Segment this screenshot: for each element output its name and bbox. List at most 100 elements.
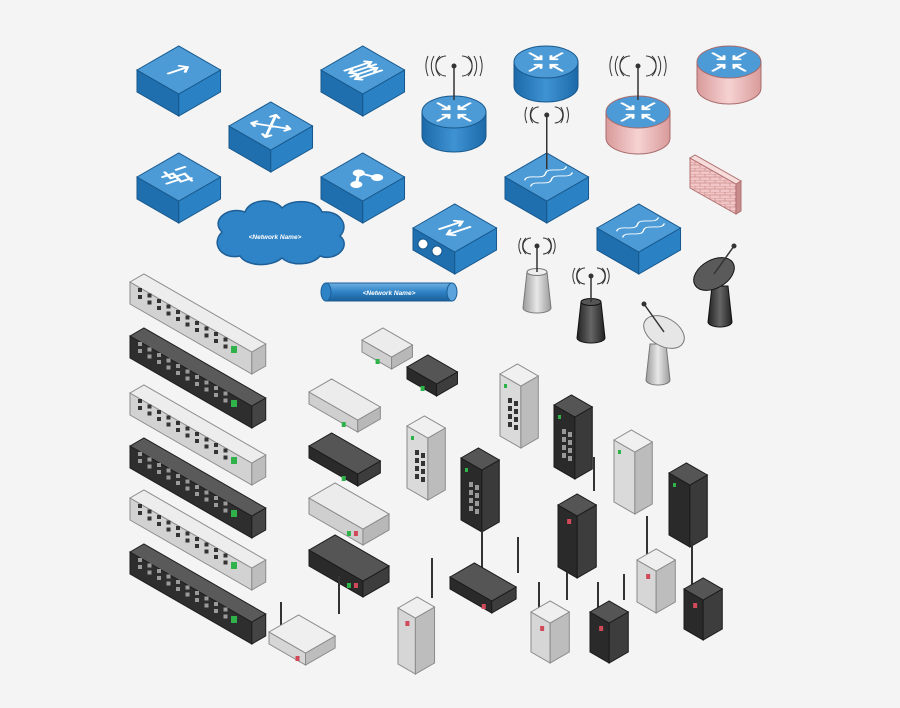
port-icon — [166, 304, 171, 309]
port-icon — [157, 576, 161, 580]
port-icon — [166, 574, 171, 579]
port-icon — [157, 470, 161, 474]
port-icon — [568, 456, 572, 461]
port-icon — [223, 398, 228, 403]
port-icon — [138, 295, 142, 299]
port-icon — [185, 322, 190, 327]
port-icon — [421, 461, 425, 466]
port-icon — [185, 376, 190, 381]
port-icon — [195, 544, 199, 548]
vpn-appliance-dark-icon — [307, 534, 391, 598]
status-led-icon — [341, 476, 346, 481]
port-icon — [138, 406, 142, 410]
atm-switch-icon — [227, 101, 314, 173]
port-icon — [138, 288, 142, 292]
port-icon — [204, 437, 209, 442]
status-led-icon — [375, 359, 380, 364]
status-led-icon — [231, 562, 237, 569]
wireless-ap-tall-icon — [556, 457, 598, 579]
port-icon — [508, 414, 512, 419]
port-icon — [138, 511, 142, 515]
port-icon — [147, 293, 152, 298]
port-icon — [562, 429, 566, 434]
port-icon — [185, 369, 190, 374]
port-icon — [508, 406, 512, 411]
port-icon — [514, 409, 518, 414]
port-icon — [214, 450, 218, 454]
status-led-icon — [353, 531, 358, 536]
port-icon — [204, 380, 209, 385]
content-switch-icon — [319, 152, 406, 224]
port-icon — [421, 477, 425, 482]
status-led-icon — [411, 436, 414, 440]
port-icon — [214, 443, 218, 447]
port-icon — [147, 300, 152, 305]
port-icon — [223, 614, 228, 619]
port-icon — [185, 479, 190, 484]
port-icon — [195, 382, 199, 386]
multilayer-switch-glyph-icon — [161, 166, 194, 185]
server-tower-dark-icon — [552, 394, 594, 480]
port-icon — [147, 464, 152, 469]
port-icon — [469, 482, 473, 487]
port-icon — [147, 570, 152, 575]
port-icon — [185, 433, 190, 438]
port-icon — [138, 452, 142, 456]
workstation-tower-dark-icon — [459, 447, 501, 533]
port-icon — [223, 553, 228, 558]
status-led-icon — [567, 519, 572, 524]
rack-router-dark-icon — [128, 543, 267, 645]
port-icon — [204, 387, 209, 392]
small-switch-icon — [307, 378, 382, 433]
router-arrows-icon — [528, 52, 564, 72]
port-icon — [204, 603, 209, 608]
port-icon — [223, 391, 228, 396]
port-icon — [568, 440, 572, 445]
wireless-bridge-box-icon — [635, 516, 677, 614]
port-icon — [185, 592, 190, 597]
port-icon — [562, 445, 566, 450]
wireless-ap-small-dark-icon — [588, 574, 630, 664]
port-icon — [147, 404, 152, 409]
port-icon — [166, 475, 171, 480]
vpn-appliance-icon — [307, 482, 391, 546]
port-icon — [214, 339, 218, 343]
port-icon — [138, 565, 142, 569]
port-icon — [138, 558, 142, 562]
port-icon — [147, 509, 152, 514]
port-icon — [214, 496, 218, 500]
port-icon — [195, 328, 199, 332]
port-icon — [415, 466, 419, 471]
port-icon — [166, 520, 171, 525]
layer3-switch-glyph-icon — [166, 64, 190, 75]
port-icon — [195, 321, 199, 325]
port-icon — [176, 587, 180, 591]
port-icon — [475, 509, 479, 514]
port-icon — [475, 493, 479, 498]
satellite-dish-icon — [641, 301, 685, 386]
lan-switch-glyph-icon — [615, 217, 666, 238]
router-arrows-icon — [620, 102, 656, 122]
port-icon — [166, 365, 171, 370]
port-icon — [166, 422, 171, 427]
content-switch-glyph-icon — [350, 169, 384, 188]
port-icon — [195, 591, 199, 595]
port-icon — [176, 371, 180, 375]
status-led-icon — [693, 603, 698, 608]
small-switch-dark-icon — [307, 432, 382, 487]
port-icon — [214, 548, 218, 552]
optical-switch-icon — [411, 203, 498, 275]
port-icon — [469, 490, 473, 495]
port-icon — [508, 398, 512, 403]
port-icon — [166, 581, 171, 586]
modem-dark-icon — [405, 354, 459, 397]
status-led-icon — [346, 531, 351, 536]
port-icon — [157, 522, 161, 526]
hub-icon — [360, 327, 414, 370]
port-icon — [223, 501, 228, 506]
wireless-router-dark-icon — [448, 531, 519, 614]
router-arrows-icon — [711, 52, 747, 72]
port-icon — [147, 457, 152, 462]
port-icon — [514, 425, 518, 430]
